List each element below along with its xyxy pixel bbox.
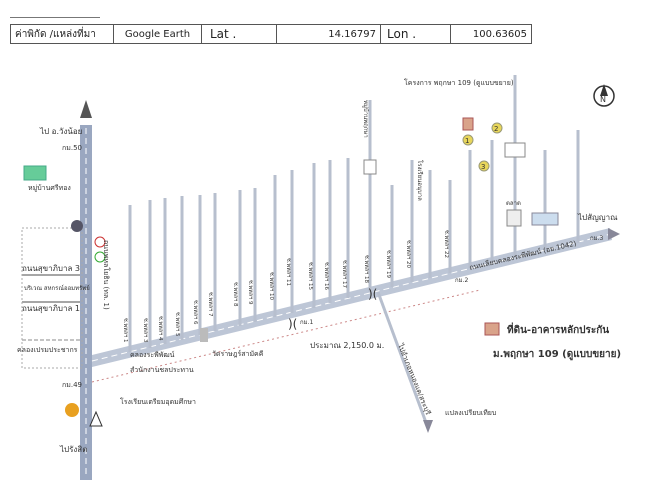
- marker-3: [478, 160, 490, 172]
- road-to-saraburi: [376, 291, 430, 429]
- temple-icon: [89, 410, 103, 427]
- distance-label: ประมาณ 2,150.0 ม.: [310, 341, 384, 350]
- soi-label: ซ.พหลฯ 10: [268, 272, 275, 300]
- legend-title: ที่ดิน-อาคารหลักประกัน: [507, 322, 609, 336]
- cooperative-label: บริเวณ สหกรณ์ออมทรัพย์: [24, 284, 90, 292]
- village-left-label: หมู่บ้านศรีทอง: [28, 184, 71, 192]
- soi-label: ซ.พหลฯ 9: [247, 280, 254, 305]
- soi-label: ซ.พหลฯ 11: [285, 258, 292, 286]
- ptt-station-icon: [94, 251, 106, 263]
- marker-2: [491, 122, 503, 134]
- soi-label: ซ.พหลฯ 5: [174, 312, 181, 337]
- market-label: ตลาด: [506, 200, 521, 207]
- canal-line: [91, 289, 481, 383]
- legend-subtitle: ม.พฤกษา 109 (ดูแบบขยาย): [493, 349, 621, 361]
- soi-label: ซ.พหลฯ 22: [443, 230, 450, 258]
- shell-station-icon: [94, 236, 106, 248]
- landmark-icon: [71, 220, 83, 232]
- lon-value: 100.63605: [472, 28, 527, 40]
- soi-label: ซ.พหลฯ 4: [157, 316, 164, 341]
- marker-2-label: 2: [494, 125, 498, 133]
- shop-icon: [200, 328, 208, 342]
- soi-label: ซ.พหลฯ 15: [307, 262, 314, 290]
- market-box: [504, 142, 526, 158]
- comparison-label: แปลงเปรียบเทียบ: [445, 409, 496, 417]
- bridge-icon-2: )(: [368, 287, 377, 301]
- village-gate: [363, 159, 377, 175]
- to-saraburi-label: ไปอำเภอหนองแค/สระบุรี: [396, 341, 433, 416]
- canal-road-centerline: [91, 233, 612, 362]
- marker-3-label: 3: [481, 163, 485, 171]
- khlong-prem-label: คลองเปรมประชากร: [17, 346, 78, 354]
- marker-1: [462, 134, 474, 146]
- north-label: N: [600, 95, 606, 104]
- km3-label: กม.3: [590, 235, 603, 242]
- sukhaphiban3-label: ถนนสุขาภิบาล 3: [22, 264, 80, 273]
- soi-label: ซ.พหลฯ 8: [232, 282, 239, 307]
- km49-label: กม.49: [62, 381, 82, 389]
- to-right-label: ไปสัญญาณ: [577, 213, 618, 222]
- khlong-phaisan-label: คลองระพีพัฒน์: [130, 351, 175, 359]
- saraburi-arrow-icon: [423, 420, 433, 433]
- soi-label: ซ.พหลฯ 1: [122, 318, 129, 342]
- sukhaphiban1-label: ถนนสุขาภิบาล 1: [22, 304, 80, 313]
- soi-labels: ซ.พหลฯ 1 ซ.พหลฯ 3 ซ.พหลฯ 4 ซ.พหลฯ 5 ซ.พห…: [122, 230, 450, 343]
- legend-swatch: [484, 322, 500, 336]
- soi-label: ซ.พหลฯ 17: [341, 260, 348, 288]
- highway-label: ถนนพหลโยธิน (ทล. 1): [102, 240, 111, 310]
- soi-label: ซ.พหลฯ 19: [385, 250, 392, 278]
- shell-logo-icon: [65, 403, 79, 417]
- soi-label: ซ.พหลฯ 7: [207, 292, 214, 317]
- school2-label: โรงเรียนอนุบาล: [416, 160, 424, 201]
- km50-label: กม.50: [62, 144, 82, 152]
- soi-label: ซ.พหลฯ 6: [192, 300, 199, 325]
- soi-label: ซ.พหลฯ 3: [142, 318, 149, 343]
- bridge-icon: )(: [288, 317, 297, 331]
- village-icon: [23, 165, 47, 181]
- wat-label: วัดราษฎร์สามัคคี: [212, 350, 264, 358]
- school-label: โรงเรียนเตรียมอุดมศึกษา: [120, 397, 196, 406]
- lon-label: Lon .: [381, 25, 451, 43]
- east-arrow-icon: [608, 228, 620, 240]
- building-icon: [506, 209, 522, 227]
- marker-1-label: 1: [465, 137, 469, 145]
- wat-right-icon: [531, 212, 559, 226]
- header-top-rule: [10, 17, 100, 18]
- soi-label: ซ.พหลฯ 18: [363, 255, 370, 283]
- village-mid-label: หมู่บ้านพฤกษา: [362, 100, 369, 138]
- lat-value: 14.16797: [277, 25, 381, 43]
- highway-north-arrow-icon: [80, 100, 92, 118]
- project-label: โครงการ พฤกษา 109 (ดูแบบขยาย): [404, 78, 514, 87]
- coord-label: ค่าพิกัด /แหล่งที่มา: [11, 25, 114, 43]
- soi-roads: [128, 75, 580, 352]
- km2-label: กม.2: [455, 277, 468, 284]
- canal-road: [92, 228, 612, 367]
- soi-label: ซ.พหลฯ 20: [405, 240, 412, 268]
- compass-needle-icon: [600, 84, 608, 96]
- lat-label: Lat .: [202, 25, 277, 43]
- to-bangpa-label: ไปรังสิต: [59, 445, 87, 454]
- km1-label: กม.1: [300, 319, 313, 326]
- cooperative-area: [21, 227, 83, 369]
- canal-road-label: ถนนเลียบคลองระพีพัฒน์ (อย.1042): [469, 239, 578, 271]
- coordinate-header: ค่าพิกัด /แหล่งที่มา Google Earth Lat . …: [10, 24, 532, 44]
- soi-label: ซ.พหลฯ 16: [323, 262, 330, 290]
- subject-property-icon: [462, 117, 474, 131]
- coord-source: Google Earth: [114, 25, 202, 43]
- office-label: สำนักงานชลประทาน: [130, 366, 194, 374]
- to-wangnoi-label: ไป อ.วังน้อย: [39, 127, 82, 136]
